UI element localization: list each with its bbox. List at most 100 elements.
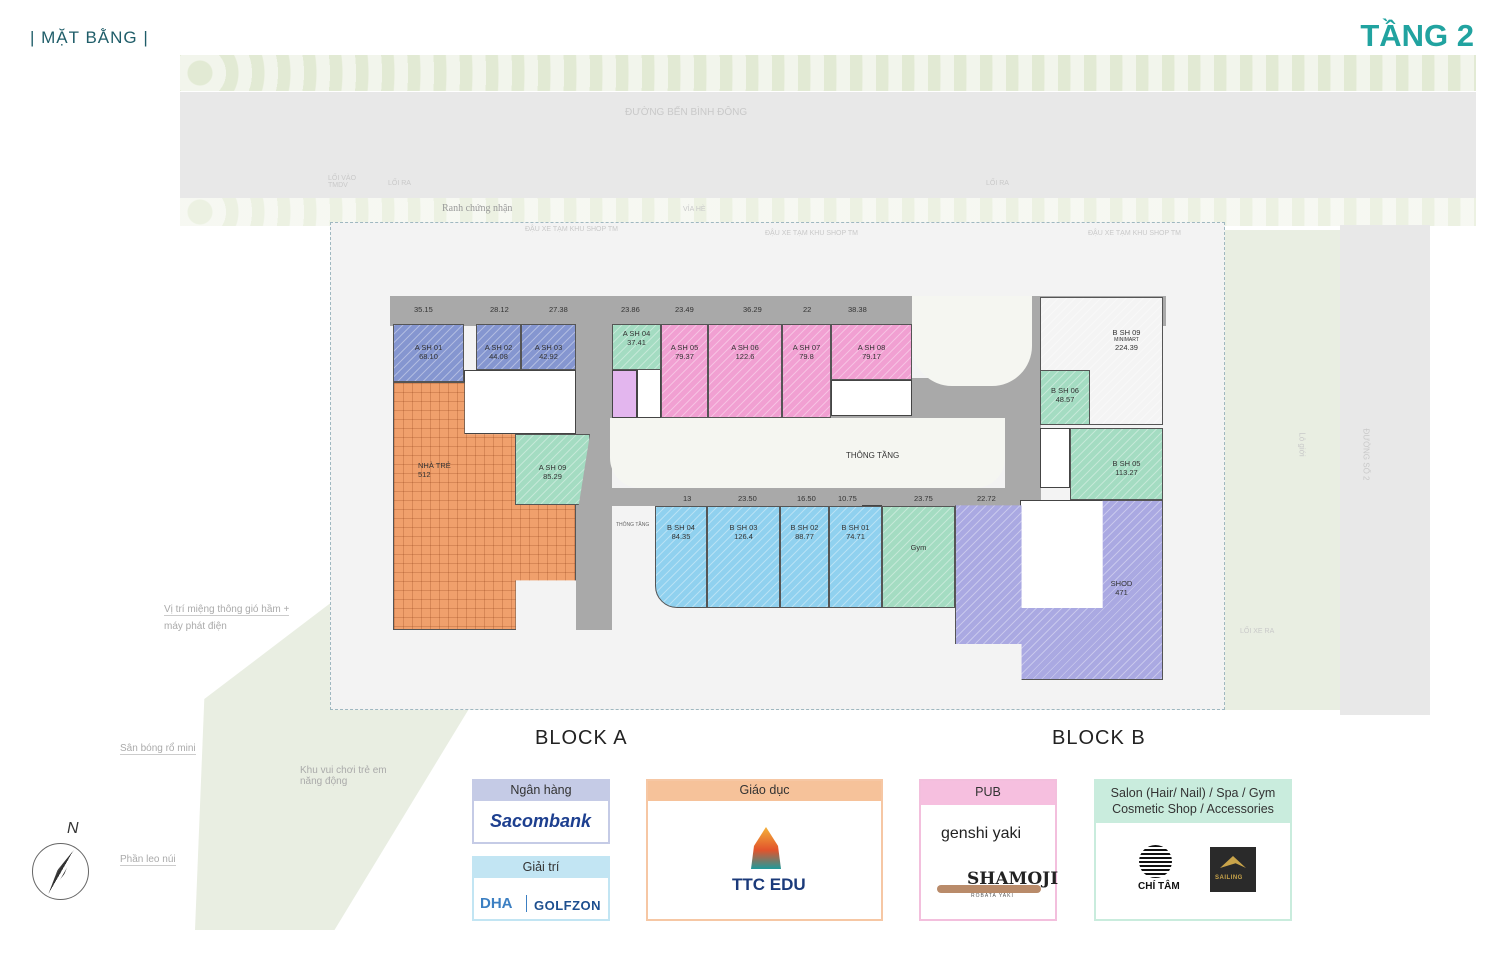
unit-subtitle: MINIMART [1114,337,1139,343]
dimension-label: 10.75 [838,494,857,503]
shamoji-paddle-icon [937,885,1041,893]
unit-area: 74.71 [846,532,865,541]
dimension-label: 38.38 [848,305,867,314]
unit-area: 79.8 [799,352,814,361]
unit-area: 37.41 [627,338,646,347]
sailing-logo: SAILING [1215,875,1243,881]
compass-icon [32,843,89,900]
stair [1040,428,1070,488]
unit-area: 68.10 [419,352,438,361]
compass-north-label: N [67,820,79,837]
legend-pub: PUB genshi yaki SHAMOJI ROBATA YAKI [919,779,1059,921]
exit-label: LỐI RA [986,180,1009,187]
road-right [1340,225,1430,715]
unit-name: B SH 04 [667,523,695,532]
road-top [180,92,1476,198]
divider [526,895,527,912]
genshi-yaki-logo: genshi yaki [941,825,1022,842]
ttc-edu-logo: TTC EDU [732,875,806,894]
atrium-small [912,296,1032,386]
unit-area: 48.57 [1055,395,1075,404]
unit-name: A SH 09 [538,463,567,472]
dimension-label: 13 [683,494,692,503]
compass-needle-icon [45,848,77,895]
dimension-label: 22.72 [977,494,996,503]
chi-tam-logo: CHÍ TÂM [1138,881,1180,892]
boundary-label: Ranh chứng nhận [442,203,513,214]
restroom [612,370,637,418]
unit-name: A SH 07 [792,343,821,352]
unit-name: A SH 06 [731,343,759,352]
vent-annotation: máy phát điện [164,621,227,632]
core-b [1020,500,1105,610]
dimension-label: 35.15 [414,305,433,314]
unit-name: A SH 05 [670,343,699,352]
climbing-annotation: Phần leo núi [120,854,176,866]
unit-name: A SH 08 [857,343,886,352]
unit-name: NHÀ TRẺ [418,461,451,470]
unit-name: B SH 03 [729,523,758,532]
playground-annotation: Khu vui chơi trẻ em năng động [300,765,387,787]
legend-category: Giáo dục [648,781,881,801]
dimension-label: 23.49 [675,305,694,314]
flower-label: Lô giới [1297,432,1307,457]
unit-name: B SH 06 [1051,386,1079,395]
unit-name: SHOD [1110,579,1133,588]
unit-name: A SH 04 [622,329,651,338]
unit-gym[interactable]: Gym [882,506,955,608]
sacombank-logo: Sacombank [490,811,592,831]
unit-name: A SH 03 [534,343,563,352]
legend-category: Salon (Hair/ Nail) / Spa / Gym [1110,786,1276,800]
floor-title: TẦNG 2 [1360,18,1474,53]
unit-area: 84.35 [671,532,691,541]
atrium-label: THÔNG TẦNG [846,451,900,460]
unit-area: 471 [1115,588,1128,597]
unit-area: 79.17 [862,352,881,361]
sidewalk-label: VỈA HÈ [683,206,706,213]
legend-category: Cosmetic Shop / Accessories [1112,802,1274,816]
atrium-label: THÔNG TẦNG [616,522,650,528]
shamoji-logo: SHAMOJI [967,869,1059,889]
dimension-label: 36.29 [743,305,762,314]
unit-area: 88.77 [795,532,814,541]
dimension-label: 22 [803,305,812,314]
core-a [464,370,576,434]
unit-area: 126.4 [734,532,753,541]
street-label: ĐƯỜNG BẾN BÌNH ĐÔNG [625,107,748,118]
tree-row [180,55,1476,91]
garden [1225,230,1340,710]
entrance-label: LỐI VÀO TMDV [328,175,357,189]
tree-row [180,198,1476,226]
dimension-label: 27.38 [549,305,568,314]
unit-area: 224.39 [1115,343,1138,352]
chi-tam-emblem-icon [1139,845,1172,878]
sailing-icon [1220,856,1246,868]
unit-name: B SH 09 [1112,328,1141,337]
unit-name: A SH 02 [484,343,513,352]
escalator [831,380,912,416]
unit-name: Gym [910,543,927,552]
unit-name: B SH 05 [1112,459,1141,468]
exit-label: LỐI RA [388,180,411,187]
parking-label: ĐẬU XE TẠM KHU SHOP TM [1088,230,1181,237]
dimension-label: 16.50 [797,494,816,503]
unit-area: 113.27 [1115,468,1138,477]
legend-category: Giải trí [474,858,608,878]
legend-category: Ngân hàng [474,781,608,801]
unit-area: 85.29 [543,472,562,481]
